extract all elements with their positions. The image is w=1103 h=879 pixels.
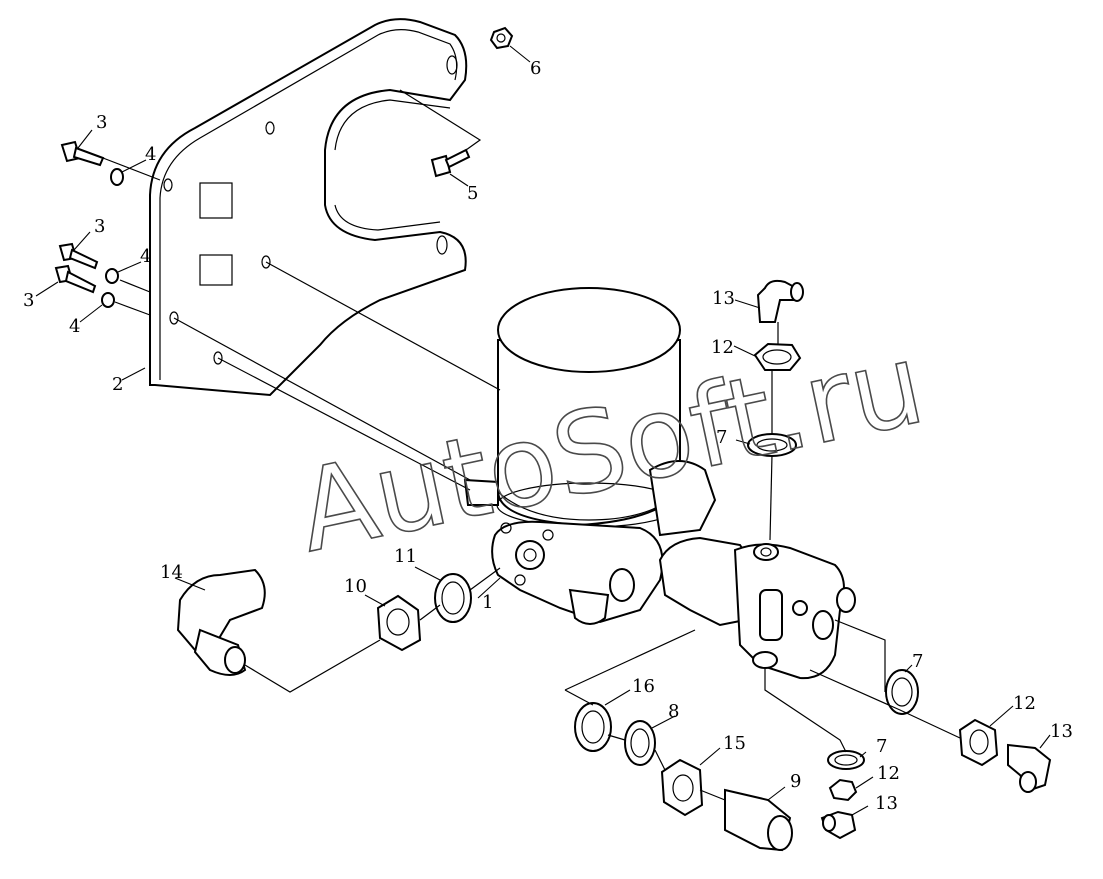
callout-leaders <box>35 45 1051 816</box>
elbow-fitting-13-top <box>756 279 804 323</box>
callout-3: 3 <box>96 112 107 133</box>
callout-10: 10 <box>344 576 367 597</box>
o-ring-7-bottom <box>827 750 865 770</box>
callout-7: 7 <box>716 427 727 448</box>
callout-4: 4 <box>140 246 151 267</box>
callout-7: 7 <box>876 736 887 757</box>
elbow-fitting-14 <box>176 568 266 676</box>
callout-13: 13 <box>712 288 735 309</box>
assembly-lines <box>102 89 961 801</box>
o-ring-16 <box>574 702 612 752</box>
callout-2: 2 <box>112 374 123 395</box>
o-ring-11 <box>434 573 472 623</box>
mounting-bracket <box>149 18 468 397</box>
nut-12-top <box>753 342 802 371</box>
elbow-fitting-13-bottom <box>820 810 857 840</box>
bolt-middle <box>58 242 119 284</box>
callout-6: 6 <box>530 58 541 79</box>
callout-3: 3 <box>23 290 34 311</box>
callout-15: 15 <box>723 733 746 754</box>
callout-1: 1 <box>482 592 493 613</box>
elbow-fitting-13-right <box>1007 743 1052 793</box>
callout-16: 16 <box>632 676 655 697</box>
nut-12-right <box>958 718 999 767</box>
protection-valve <box>658 536 856 680</box>
callout-14: 14 <box>160 562 183 583</box>
callout-7: 7 <box>912 651 923 672</box>
callout-4: 4 <box>69 316 80 337</box>
air-dryer-cartridge <box>496 287 682 528</box>
callout-numbers: 1 2 3 3 3 4 4 4 5 6 7 7 7 8 9 10 11 12 1… <box>23 58 1073 814</box>
callout-3: 3 <box>94 216 105 237</box>
bolt-upper <box>60 140 124 186</box>
callout-11: 11 <box>394 546 417 567</box>
callout-13: 13 <box>875 793 898 814</box>
callout-8: 8 <box>668 701 679 722</box>
nut-15 <box>660 758 704 817</box>
callout-13: 13 <box>1050 721 1073 742</box>
callout-5: 5 <box>467 183 478 204</box>
fitting-9 <box>724 788 793 852</box>
air-dryer-body <box>463 460 717 625</box>
o-ring-7-right <box>885 669 919 715</box>
callout-4: 4 <box>145 144 156 165</box>
nut-10 <box>376 594 422 652</box>
callout-12: 12 <box>711 337 734 358</box>
washer-8 <box>624 720 656 766</box>
callout-12: 12 <box>1013 693 1036 714</box>
callout-9: 9 <box>790 771 801 792</box>
nut-12-bottom <box>828 778 858 802</box>
callout-12: 12 <box>877 763 900 784</box>
nut-6 <box>489 26 514 50</box>
bolt-lower <box>54 264 115 308</box>
bolt-5 <box>430 148 471 178</box>
